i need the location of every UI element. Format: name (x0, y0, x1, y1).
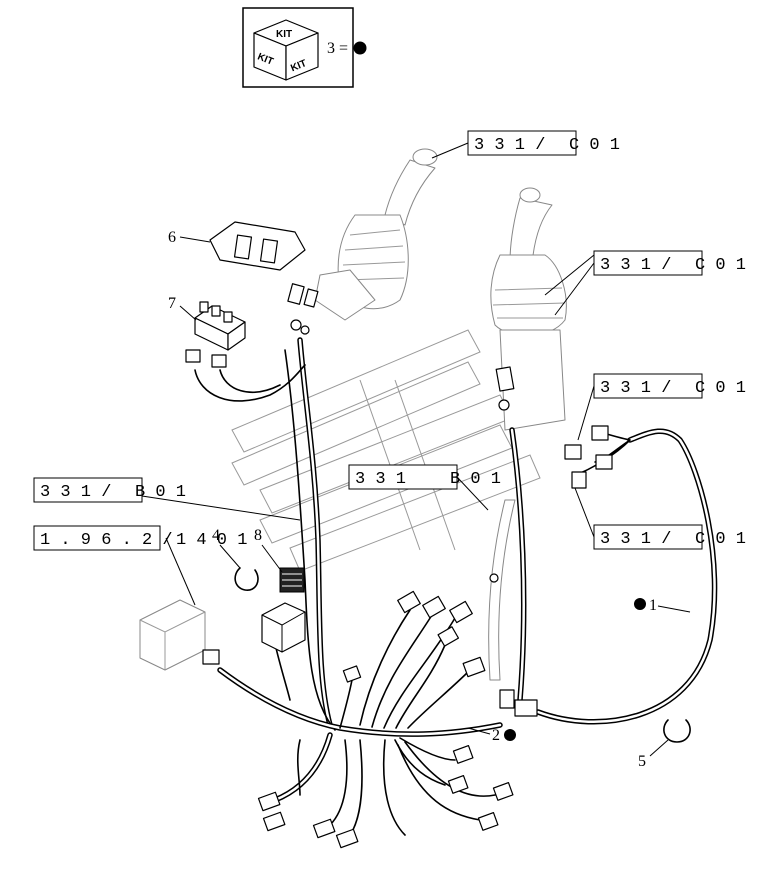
svg-text:8: 8 (254, 527, 262, 544)
svg-text:3 3 1 /: 3 3 1 / (600, 379, 671, 398)
callout-5: 5 (638, 739, 669, 770)
svg-text:3 3 1 /: 3 3 1 / (600, 530, 671, 549)
svg-text:6: 6 (168, 229, 176, 246)
callout-8: 8 (254, 527, 283, 573)
control-module-ghost (139, 599, 220, 671)
svg-text:5: 5 (638, 753, 646, 770)
kit-label-top: KIT (276, 29, 292, 40)
svg-text:7: 7 (168, 295, 176, 312)
svg-text:C 0 1: C 0 1 (569, 136, 620, 155)
svg-text:1 . 9 6 . 2 /: 1 . 9 6 . 2 / (40, 531, 173, 550)
part-1-harness-branch (514, 425, 718, 725)
kit-box-icon: KIT KIT KIT (253, 19, 319, 81)
reference-label-b01-a: 3 3 1 / B 0 1 (33, 477, 301, 521)
joystick-right (488, 187, 567, 681)
kit-legend: KIT KIT KIT 3 = (242, 7, 367, 88)
part-7-relay-block (185, 301, 246, 368)
svg-text:3 3 1 /: 3 3 1 / (40, 483, 111, 502)
part-5-clip (663, 719, 691, 743)
connector-group-lower (257, 689, 515, 849)
svg-text:C 0 1: C 0 1 (695, 256, 746, 275)
part-4-clip (234, 567, 259, 591)
callout-6: 6 (168, 229, 211, 246)
kit-marker-icon (634, 598, 646, 610)
reference-label-c01-b: 3 3 1 / C 0 1 (544, 250, 746, 316)
reference-label-c01-c: 3 3 1 / C 0 1 (577, 373, 746, 441)
callout-4: 4 (212, 527, 241, 569)
part-6-switch-plate (209, 221, 306, 271)
kit-marker-icon (504, 729, 516, 741)
svg-text:2: 2 (492, 727, 500, 744)
callout-7: 7 (168, 295, 197, 321)
connector-group-upper (342, 590, 486, 683)
main-wiring-harness (194, 337, 527, 836)
kit-marker-icon (353, 41, 367, 55)
svg-text:3 3 1 /: 3 3 1 / (600, 256, 671, 275)
svg-text:B 0 1: B 0 1 (450, 470, 501, 489)
svg-text:4: 4 (212, 527, 220, 544)
svg-text:3 3 1 /: 3 3 1 / (474, 136, 545, 155)
callout-1: 1 (634, 597, 691, 614)
svg-text:3 3 1: 3 3 1 (355, 470, 406, 489)
reference-label-196-2: 1 . 9 6 . 2 / 1 4 0 1 (33, 525, 247, 606)
reference-label-b01-b: 3 3 1 B 0 1 (348, 464, 501, 511)
reference-label-c01-a: 3 3 1 / C 0 1 (431, 130, 620, 159)
svg-text:C 0 1: C 0 1 (695, 530, 746, 549)
joystick-left (287, 148, 438, 335)
kit-legend-text: 3 = (327, 40, 348, 57)
svg-text:C 0 1: C 0 1 (695, 379, 746, 398)
reference-label-c01-d: 3 3 1 / C 0 1 (574, 487, 746, 550)
part-8-connector-block (261, 567, 306, 653)
watermark-graphic (231, 329, 541, 572)
svg-text:1: 1 (649, 597, 657, 614)
callout-2: 2 (467, 727, 516, 744)
svg-text:1 4 0 1: 1 4 0 1 (176, 531, 247, 550)
